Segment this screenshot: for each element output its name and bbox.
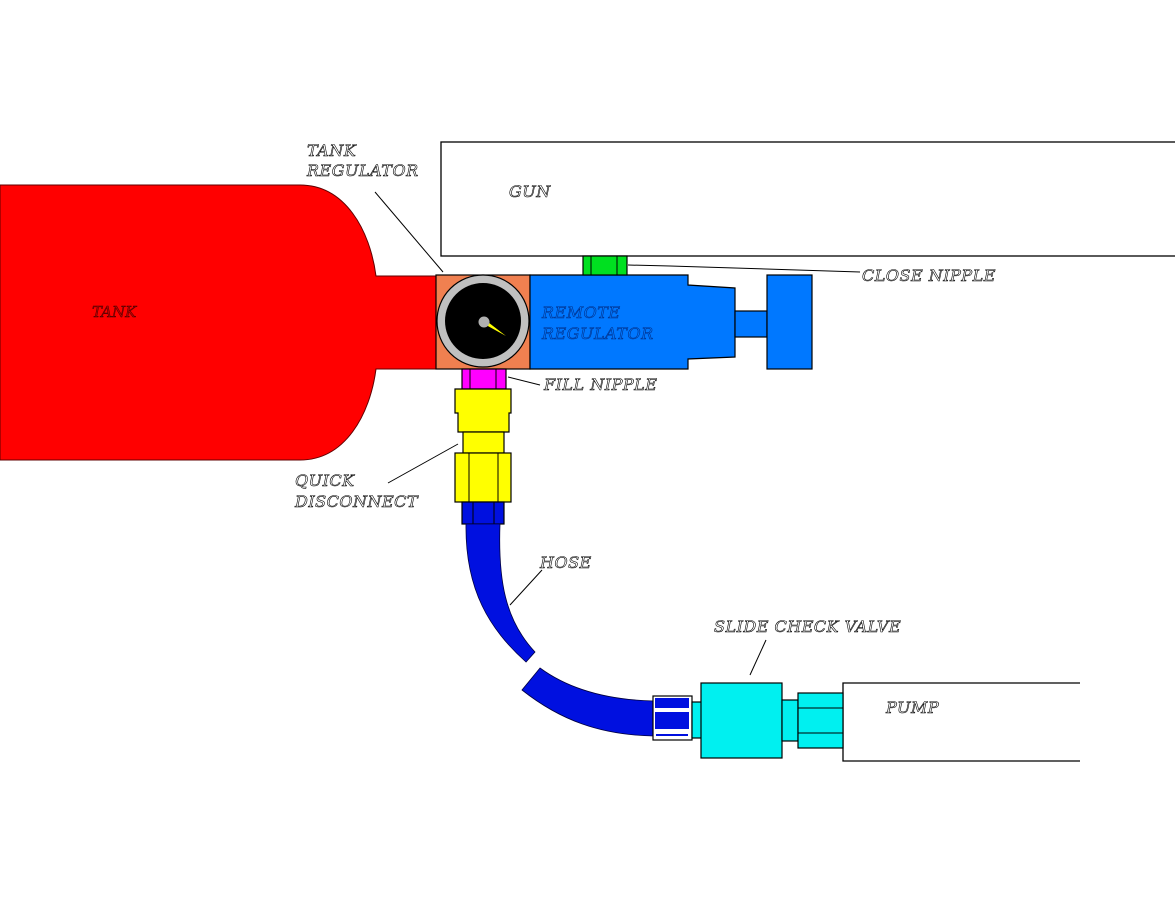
regulator-adjuster-stem (734, 310, 768, 338)
quick-disconnect-label: QUICK DISCONNECT (294, 471, 419, 511)
slide-check-valve-label: SLIDE CHECK VALVE (714, 617, 901, 636)
pressure-gauge (436, 274, 530, 368)
pump-fitting (797, 692, 844, 749)
hose-label: HOSE (539, 553, 592, 572)
regulator-adjuster-knob (766, 274, 813, 370)
tank-regulator-label-line2: REGULATOR (306, 161, 419, 180)
fill-nipple-leader (507, 376, 541, 386)
remote-regulator-label-line2: REGULATOR (541, 324, 654, 343)
tank-regulator-label: TANK REGULATOR (306, 141, 419, 180)
hose-fitting-top (461, 501, 505, 525)
quick-disconnect-leader (387, 443, 459, 484)
quick-disconnect-label-line2: DISCONNECT (294, 492, 419, 511)
gun-label: GUN (509, 182, 551, 201)
gun-body (440, 141, 1175, 257)
remote-regulator-label: REMOTE REGULATOR (541, 303, 654, 343)
quick-disconnect-nut (454, 452, 512, 503)
tank-label: TANK (92, 303, 137, 321)
pump: PUMP (842, 682, 1080, 762)
slide-check-valve-body (700, 682, 783, 759)
tank-body (0, 184, 441, 461)
quick-disconnect-neck (462, 431, 505, 454)
gauge-needle-icon (484, 319, 506, 336)
fill-nipple-body (461, 368, 507, 390)
quick-disconnect-label-line1: QUICK (295, 471, 355, 490)
close-nipple (582, 255, 628, 276)
tank-regulator (435, 274, 531, 370)
close-nipple-leader (627, 264, 861, 273)
hose-leader (509, 569, 543, 606)
tank-regulator-label-line1: TANK (307, 141, 357, 160)
hose-segment-upper (465, 523, 536, 663)
gauge-hub (478, 316, 490, 328)
slide-check-valve-leader (749, 639, 767, 676)
leader-lines (374, 191, 861, 676)
close-nipple-body (582, 255, 628, 276)
quick-disconnect-upper (454, 388, 512, 433)
remote-regulator-label-line1: REMOTE (541, 303, 621, 322)
close-nipple-label: CLOSE NIPPLE (862, 266, 996, 285)
fill-nipple (461, 368, 507, 390)
hose-segment-lower (521, 667, 655, 737)
pump-label: PUMP (885, 698, 939, 717)
tank: TANK (0, 184, 441, 461)
hose (461, 501, 693, 741)
tank-regulator-leader (374, 191, 444, 273)
slide-check-valve (691, 682, 844, 759)
remote-regulator-body (529, 274, 736, 370)
fill-nipple-label: FILL NIPPLE (543, 375, 657, 394)
pump-body (842, 682, 1080, 762)
quick-disconnect (454, 388, 512, 503)
remote-regulator: REMOTE REGULATOR (529, 274, 813, 370)
gun: GUN (440, 141, 1175, 257)
